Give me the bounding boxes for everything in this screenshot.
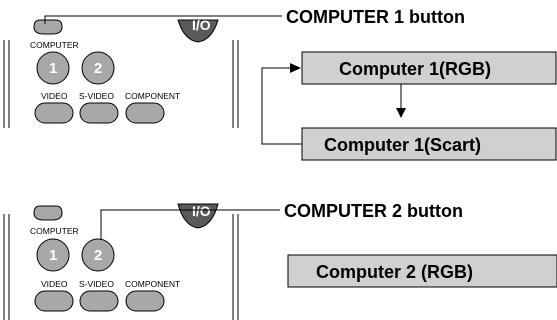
mode-box-computer-2-rgb [287, 254, 557, 288]
button-1-label-2: 1 [49, 247, 57, 264]
component-label-2: COMPONENT [125, 279, 180, 289]
component-button-2[interactable] [125, 290, 165, 312]
loop-back-line [261, 67, 302, 145]
mode-computer-2-rgb: Computer 2 (RGB) [316, 262, 473, 282]
video-label-2: VIDEO [41, 279, 68, 289]
s-video-label-1: S-VIDEO [79, 91, 114, 101]
callout-leader-2 [100, 209, 280, 240]
callout-computer-1: COMPUTER 1 button [286, 7, 465, 27]
video-label-1: VIDEO [41, 91, 68, 101]
computer-group-label-1: COMPUTER [30, 40, 79, 50]
s-video-button-1[interactable] [79, 102, 119, 124]
io-label-2: I/O [192, 203, 211, 219]
mode-computer-1-rgb: Computer 1(RGB) [339, 59, 491, 79]
button-1-label: 1 [49, 60, 57, 77]
button-2-circle[interactable] [81, 51, 115, 85]
section-computer-2: I/O COMPUTER 1 2 VIDEO S-VIDEO COMPONENT… [3, 201, 557, 320]
io-label-1: I/O [192, 17, 211, 33]
remote-outline-1 [3, 40, 239, 128]
arrow-down-head [396, 108, 406, 118]
remote-outline-2 [3, 214, 239, 320]
s-video-button-2[interactable] [79, 290, 119, 312]
io-button-1[interactable] [177, 19, 219, 43]
mode-computer-1-scart: Computer 1(Scart) [324, 135, 481, 155]
s-video-label-2: S-VIDEO [79, 279, 114, 289]
button-1-circle-2[interactable] [36, 238, 70, 272]
button-2-label-2: 2 [94, 247, 102, 264]
computer-group-label-2: COMPUTER [30, 226, 79, 236]
video-button-1[interactable] [34, 102, 74, 124]
top-remote-button-2[interactable] [33, 205, 63, 221]
computer-2-remote-button[interactable] [81, 238, 115, 272]
component-label-1: COMPONENT [125, 91, 180, 101]
mode-box-computer-1-rgb [301, 51, 557, 85]
button-1-circle[interactable] [36, 51, 70, 85]
callout-leader-1 [44, 15, 282, 24]
loop-back-arrowhead [290, 63, 301, 73]
button-2-label: 2 [94, 60, 102, 77]
video-button-2[interactable] [34, 290, 74, 312]
callout-computer-2: COMPUTER 2 button [284, 201, 463, 221]
component-button-1[interactable] [125, 102, 165, 124]
section-computer-1: I/O COMPUTER 1 2 VIDEO S-VIDEO COMPONENT… [3, 7, 557, 161]
computer-1-remote-button[interactable] [33, 19, 63, 35]
